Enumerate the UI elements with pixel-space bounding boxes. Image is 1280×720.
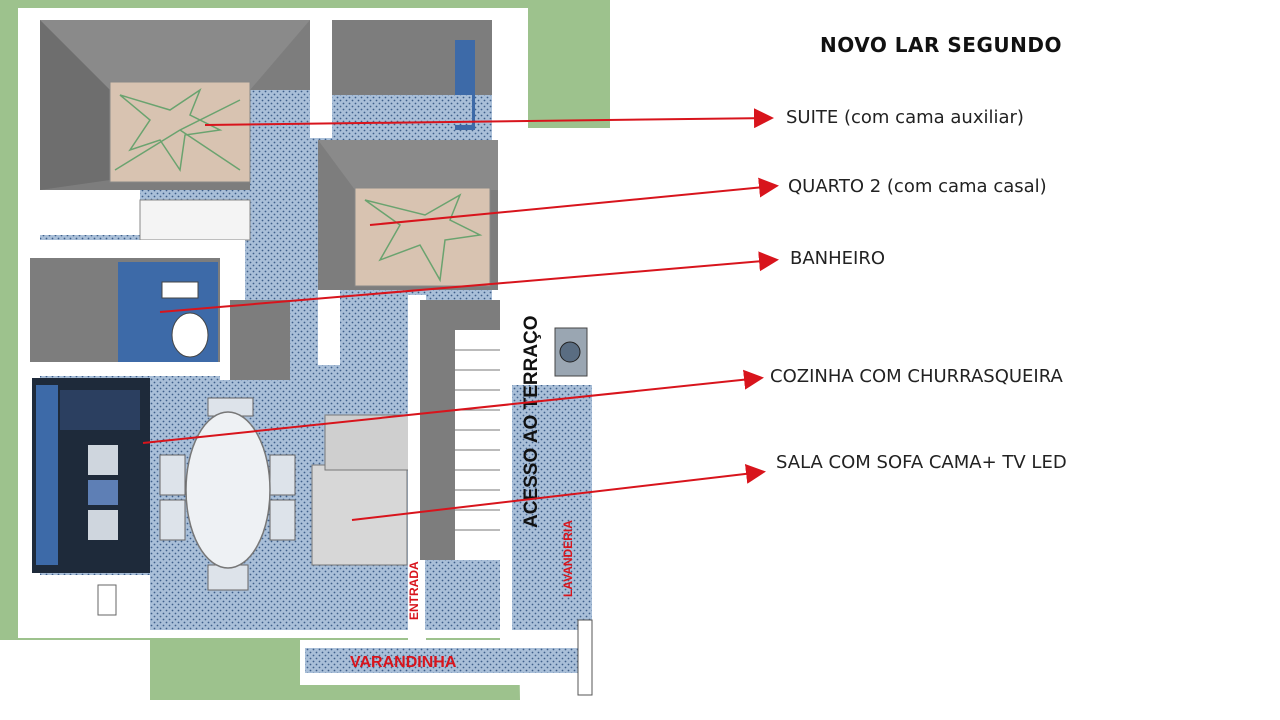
- balcony: [300, 619, 595, 696]
- callout-arrows: [142, 108, 779, 521]
- callout-banheiro: BANHEIRO: [790, 248, 886, 269]
- arrow-sala: [351, 463, 766, 521]
- arrow-cozinha: [142, 369, 764, 444]
- entrada-label: ENTRADA: [407, 561, 421, 620]
- callout-quarto2: QUARTO 2 (com cama casal): [788, 176, 1047, 197]
- callout-sala: SALA COM SOFA CAMA+ TV LED: [776, 452, 1067, 473]
- suite-room: [18, 8, 310, 248]
- toilet-icon: [171, 312, 209, 358]
- arrow-suite: [204, 108, 774, 129]
- kitchen-area: [18, 362, 228, 636]
- acesso-label: ACESSO AO TERRAÇO: [521, 315, 542, 528]
- washing-machine-icon: [559, 341, 581, 363]
- lavanderia-label: LAVANDERIA: [561, 520, 575, 597]
- varandinha-label: VARANDINHA: [350, 654, 457, 671]
- callout-cozinha: COZINHA COM CHURRASQUEIRA: [770, 366, 1063, 387]
- callout-suite: SUITE (com cama auxiliar): [786, 107, 1024, 128]
- laundry: [505, 310, 597, 640]
- page-title: NOVO LAR SEGUNDO: [820, 33, 1062, 57]
- sofa: [311, 414, 411, 566]
- arrow-quarto2: [369, 177, 779, 226]
- stairs: [408, 295, 510, 640]
- arrow-banheiro: [159, 251, 779, 313]
- dining-table: [159, 397, 296, 591]
